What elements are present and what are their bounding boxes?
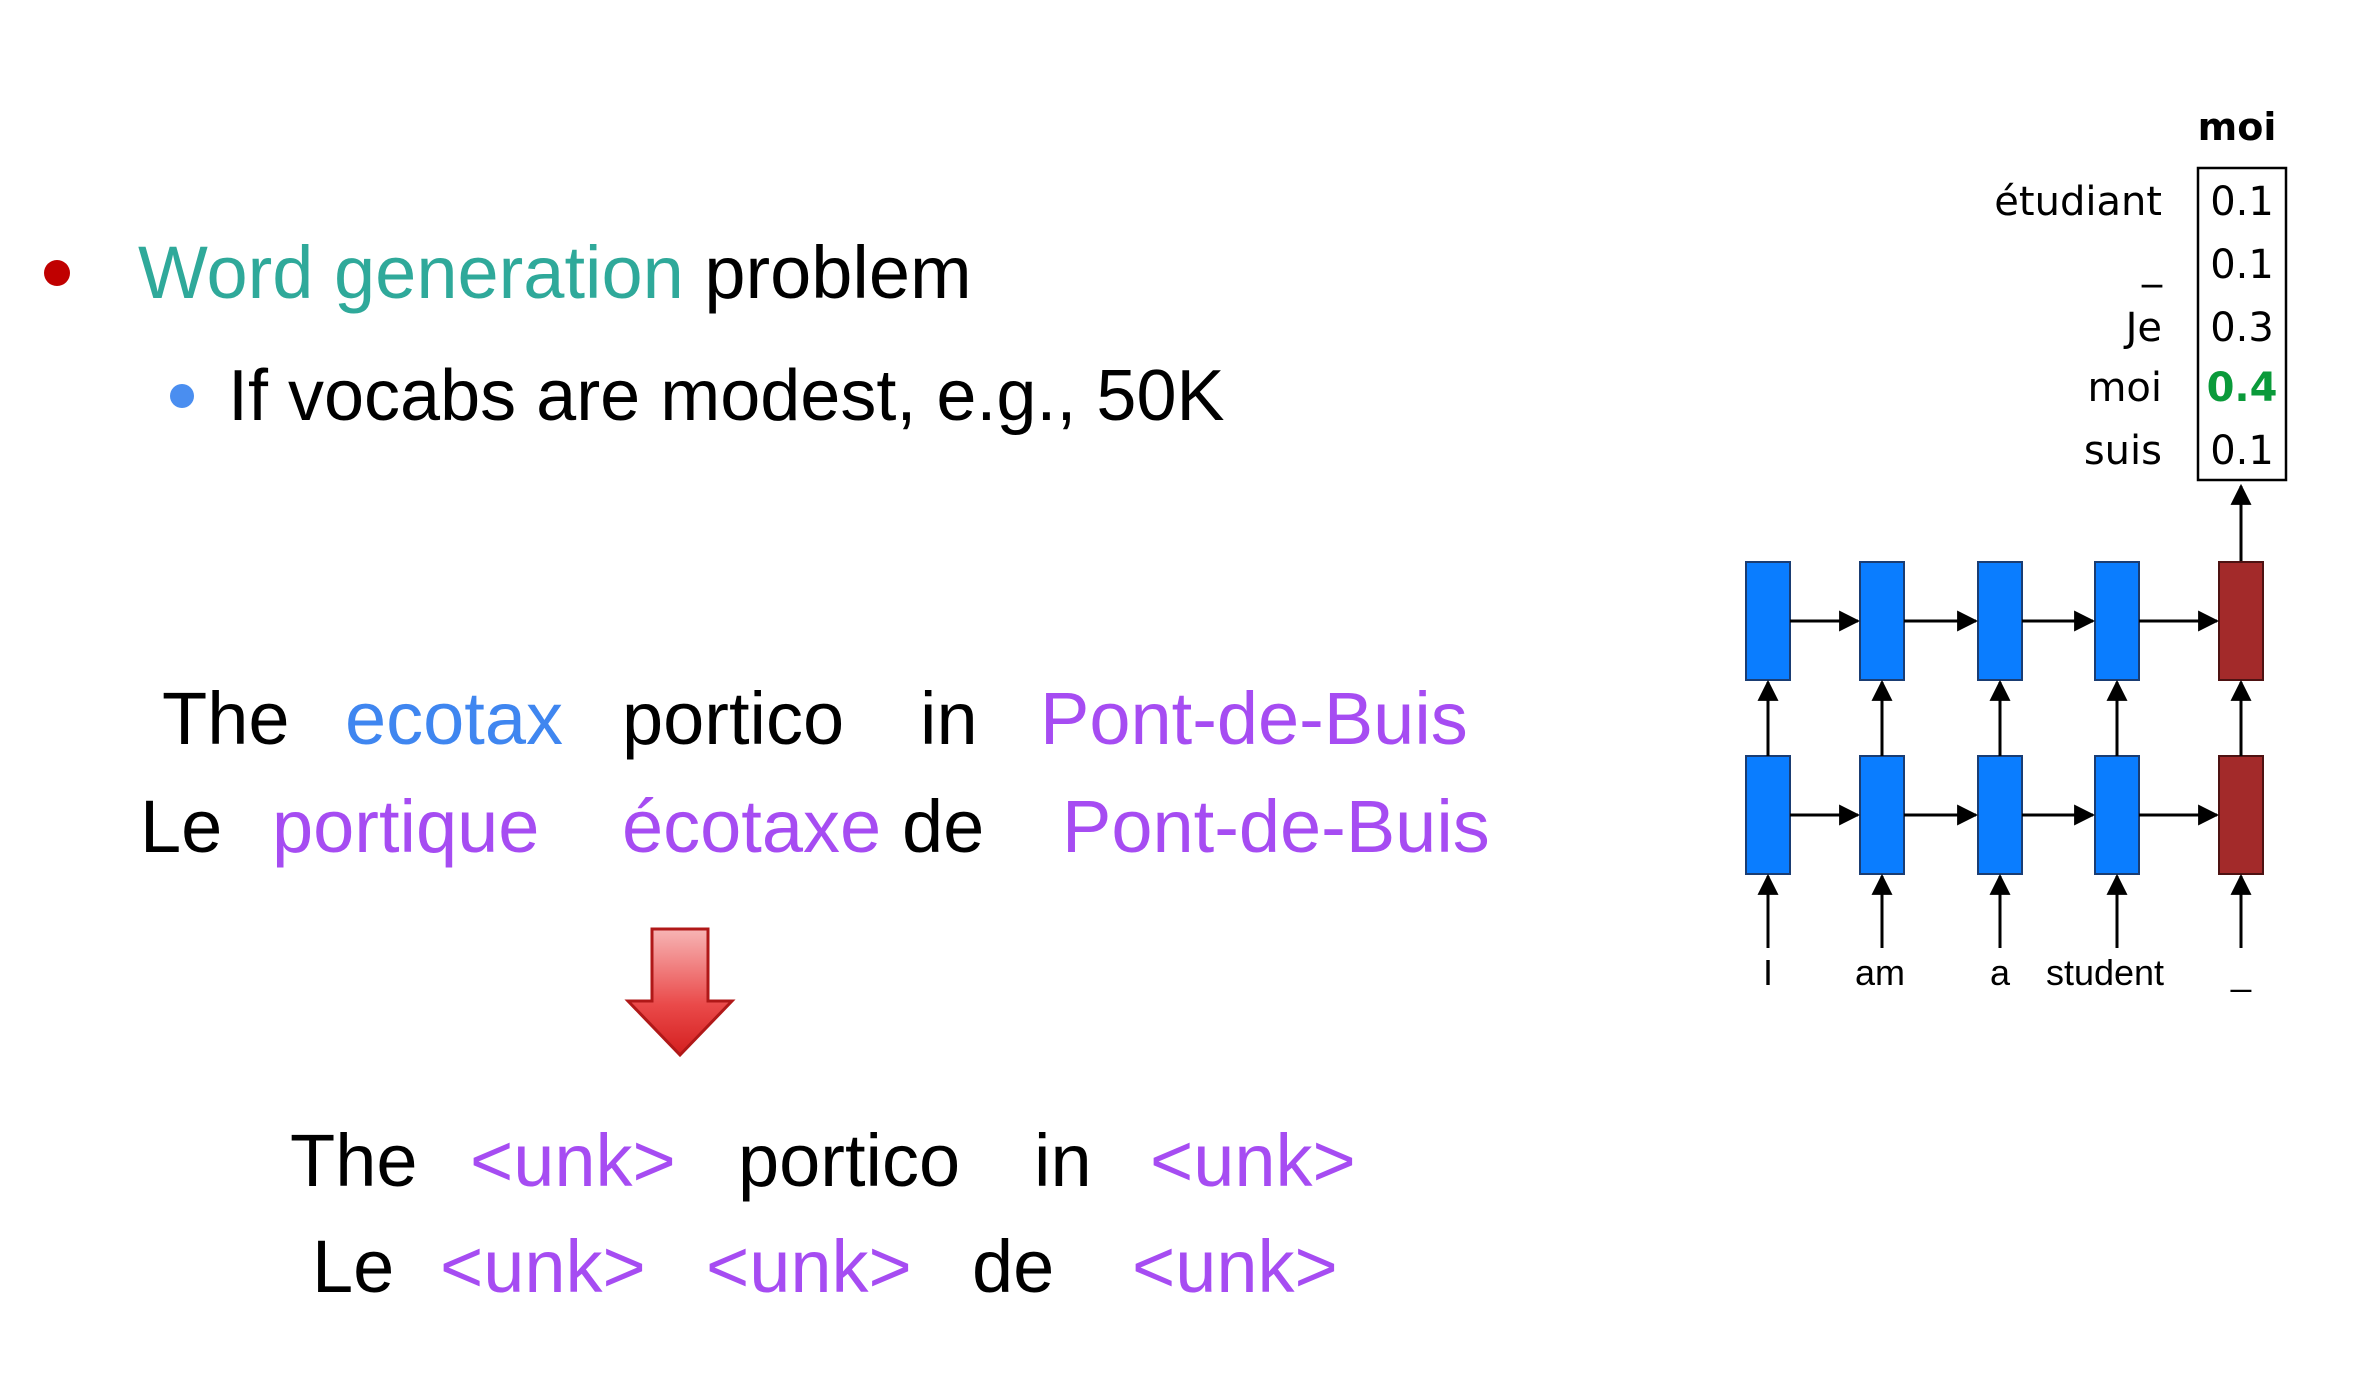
- output-distribution-box: [2196, 166, 2288, 482]
- unk-src-word-the: The: [290, 1119, 418, 1202]
- prob-eos: 0.1: [2210, 242, 2274, 288]
- src-word-portico: portico: [622, 677, 845, 760]
- unk-src-word-unk2: <unk>: [1150, 1119, 1356, 1202]
- input-word-eos: _: [2230, 952, 2252, 993]
- sub-bullet-text: If vocabs are modest, e.g., 50K: [228, 356, 1225, 436]
- bullet-dot-main: [44, 260, 70, 286]
- unk-tgt-word-de: de: [972, 1225, 1055, 1308]
- unk-tgt-word-unk1: <unk>: [440, 1225, 646, 1308]
- vocab-word-moi: moi: [2087, 365, 2162, 411]
- unk-src-word-in: in: [1034, 1119, 1092, 1202]
- tgt-word-ecotaxe: écotaxe: [622, 785, 882, 868]
- down-arrow-icon: [624, 927, 736, 1058]
- src-word-in: in: [920, 677, 978, 760]
- vocab-word-je: Je: [2123, 305, 2162, 351]
- rnn-cell-top-5: [2218, 561, 2264, 681]
- src-word-ecotax: ecotax: [345, 677, 564, 760]
- output-header: moi: [2198, 105, 2277, 149]
- unk-src-word-unk1: <unk>: [470, 1119, 676, 1202]
- rnn-cell-top-1: [1745, 561, 1791, 681]
- unk-tgt-word-le: Le: [312, 1225, 395, 1308]
- rnn-cell-bottom-4: [2094, 755, 2140, 875]
- input-word-student: student: [2046, 952, 2164, 993]
- unk-tgt-word-unk3: <unk>: [1132, 1225, 1338, 1308]
- vocab-word-eos: _: [2141, 242, 2163, 288]
- rnn-diagram: moi étudiant _ Je moi suis 0.1 0.1 0.3 0…: [1745, 105, 2288, 993]
- rnn-cell-top-3: [1977, 561, 2023, 681]
- prob-je: 0.3: [2210, 305, 2274, 351]
- prob-moi-highlight: 0.4: [2207, 365, 2278, 411]
- main-bullet-highlight: Word generation: [138, 231, 684, 314]
- bullet-dot-sub: [170, 384, 194, 408]
- prob-etudiant: 0.1: [2210, 179, 2274, 225]
- rnn-cell-bottom-5: [2218, 755, 2264, 875]
- tgt-word-portique: portique: [272, 785, 540, 868]
- tgt-word-le: Le: [140, 785, 223, 868]
- main-bullet-text: Word generation problem: [138, 236, 972, 310]
- tgt-word-de: de: [902, 785, 985, 868]
- unk-tgt-word-unk2: <unk>: [706, 1225, 912, 1308]
- main-bullet-rest: problem: [704, 231, 972, 314]
- src-word-the: The: [162, 677, 290, 760]
- rnn-cell-top-4: [2094, 561, 2140, 681]
- rnn-cell-top-2: [1859, 561, 1905, 681]
- rnn-cell-bottom-3: [1977, 755, 2023, 875]
- vocab-word-etudiant: étudiant: [1994, 179, 2162, 225]
- rnn-cell-bottom-1: [1745, 755, 1791, 875]
- src-word-pont-de-buis: Pont-de-Buis: [1040, 677, 1468, 760]
- prob-suis: 0.1: [2210, 428, 2274, 474]
- input-word-i: I: [1763, 952, 1773, 993]
- input-word-am: am: [1855, 952, 1905, 993]
- unk-src-word-portico: portico: [738, 1119, 961, 1202]
- vocab-word-suis: suis: [2084, 428, 2162, 474]
- input-word-a: a: [1990, 952, 2011, 993]
- rnn-cell-bottom-2: [1859, 755, 1905, 875]
- tgt-word-pont-de-buis: Pont-de-Buis: [1062, 785, 1490, 868]
